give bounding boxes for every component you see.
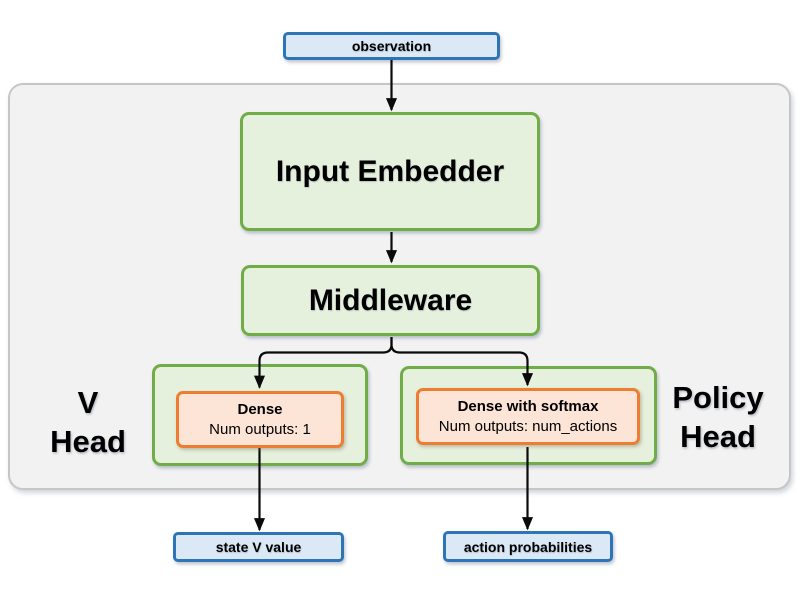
- node-middleware: Middleware: [241, 265, 540, 336]
- middleware-label: Middleware: [308, 283, 473, 317]
- input-embedder-label: Input Embedder: [275, 154, 505, 188]
- v-head-title-line1: V: [77, 385, 99, 420]
- node-input-embedder: Input Embedder: [240, 112, 540, 231]
- arrow-middleware-to-policy-head: [390, 337, 534, 387]
- node-state-v-value: state V value: [173, 532, 344, 562]
- node-v-dense: Dense Num outputs: 1: [176, 391, 344, 448]
- arrow-middleware-to-v-head: [253, 337, 393, 389]
- v-head-title-line2: Head: [50, 424, 126, 459]
- observation-label: observation: [351, 38, 432, 54]
- policy-head-title-line2: Head: [680, 419, 756, 454]
- policy-head-title: Policy Head: [648, 378, 788, 456]
- policy-dense-subtitle: Num outputs: num_actions: [438, 417, 618, 435]
- v-dense-subtitle: Num outputs: 1: [209, 420, 311, 438]
- policy-head-title-line1: Policy: [672, 380, 764, 415]
- action-probabilities-label: action probabilities: [463, 538, 593, 555]
- v-dense-title: Dense: [237, 400, 283, 418]
- state-v-value-label: state V value: [215, 539, 302, 555]
- node-policy-dense: Dense with softmax Num outputs: num_acti…: [416, 388, 640, 445]
- v-head-title: V Head: [18, 383, 158, 461]
- node-observation: observation: [283, 32, 500, 60]
- node-action-probabilities: action probabilities: [443, 531, 613, 562]
- policy-dense-title: Dense with softmax: [457, 397, 599, 415]
